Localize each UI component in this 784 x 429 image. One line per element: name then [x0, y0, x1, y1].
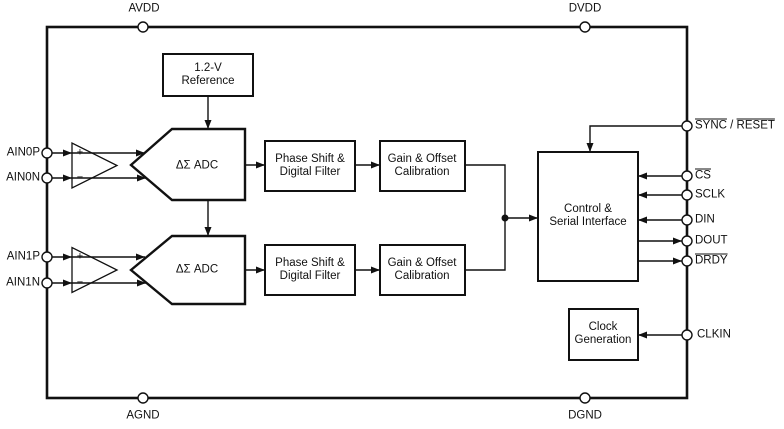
reference-block-label: 1.2-V Reference	[181, 62, 234, 88]
sclk-label: SCLK	[695, 188, 726, 201]
phase-filter-line2: Digital Filter	[279, 270, 341, 282]
sync-reset-pin	[681, 120, 693, 132]
cs-label-text: CS	[695, 169, 711, 182]
avdd-pin	[137, 21, 149, 33]
dvdd-pin	[579, 21, 591, 33]
calibration-2-label: Gain & Offset Calibration	[388, 257, 457, 283]
adc-1-label: ΔΣ ADC	[175, 159, 219, 172]
dout-label: DOUT	[695, 234, 728, 247]
dgnd-label: DGND	[568, 409, 602, 422]
ain0p-pin	[41, 147, 53, 159]
ain0n-label: AIN0N	[6, 171, 40, 184]
control-serial-box	[537, 151, 639, 282]
ain1n-label: AIN1N	[6, 276, 40, 289]
drdy-pin	[681, 255, 693, 267]
amp2-plus-sign: +	[76, 250, 84, 263]
calibration-line1: Gain & Offset	[387, 153, 457, 165]
ain1p-label: AIN1P	[6, 250, 40, 263]
avdd-label: AVDD	[128, 2, 160, 15]
ain1n-pin	[41, 277, 53, 289]
ain1p-pin	[41, 251, 53, 263]
clock-line2: Generation	[574, 334, 632, 346]
cs-pin	[681, 170, 693, 182]
reference-line2: Reference	[181, 75, 235, 87]
amp1-plus-sign: +	[76, 146, 84, 159]
phase-filter-1-label: Phase Shift & Digital Filter	[275, 153, 345, 179]
clock-line1: Clock	[588, 321, 618, 333]
ain0n-pin	[41, 172, 53, 184]
ain0p-label: AIN0P	[6, 146, 40, 159]
calibration-1-label: Gain & Offset Calibration	[388, 153, 457, 179]
sclk-pin	[681, 189, 693, 201]
sync-reset-label: SYNC / RESET	[695, 120, 775, 133]
phase-filter-1-box	[264, 140, 356, 192]
phase-filter-line1: Phase Shift &	[275, 257, 345, 269]
clock-generation-box	[568, 308, 639, 361]
calibration-1-box	[379, 140, 466, 192]
chip-boundary	[45, 25, 689, 400]
dvdd-label: DVDD	[568, 2, 602, 15]
amplifier-2-shape	[71, 246, 119, 294]
din-label: DIN	[695, 213, 715, 226]
clkin-pin	[681, 329, 693, 341]
calibration-line2: Calibration	[394, 270, 450, 282]
phase-filter-line1: Phase Shift &	[275, 153, 345, 165]
clkin-label: CLKIN	[697, 328, 731, 341]
din-pin	[681, 214, 693, 226]
wire-sync	[586, 125, 682, 152]
reference-line1: 1.2-V	[194, 62, 222, 74]
drdy-label-text: DRDY	[695, 254, 728, 267]
clock-generation-label: Clock Generation	[575, 321, 632, 347]
amp1-minus-sign: −	[76, 171, 84, 184]
wire-cal1-to-junction	[465, 164, 506, 218]
calibration-line2: Calibration	[394, 166, 450, 178]
amp2-minus-sign: −	[76, 276, 84, 289]
phase-filter-line2: Digital Filter	[279, 166, 341, 178]
wire-cal2-to-junction	[465, 218, 506, 271]
agnd-label: AGND	[126, 409, 160, 422]
dout-pin	[681, 235, 693, 247]
calibration-line1: Gain & Offset	[387, 257, 457, 269]
control-line2: Serial Interface	[549, 216, 627, 228]
junction-dot	[501, 214, 509, 222]
agnd-pin	[137, 392, 149, 404]
dgnd-pin	[579, 392, 591, 404]
phase-filter-2-label: Phase Shift & Digital Filter	[275, 257, 345, 283]
amplifier-1-shape	[71, 141, 119, 190]
control-line1: Control &	[564, 203, 612, 215]
adc-2-label: ΔΣ ADC	[175, 263, 219, 276]
drdy-label: DRDY	[695, 255, 728, 268]
sync-label-part: SYNC	[695, 119, 727, 132]
sync-label-separator: /	[726, 119, 737, 132]
reset-label-part: RESET	[736, 119, 775, 132]
control-serial-label: Control & Serial Interface	[549, 203, 626, 229]
cs-label: CS	[695, 170, 711, 183]
